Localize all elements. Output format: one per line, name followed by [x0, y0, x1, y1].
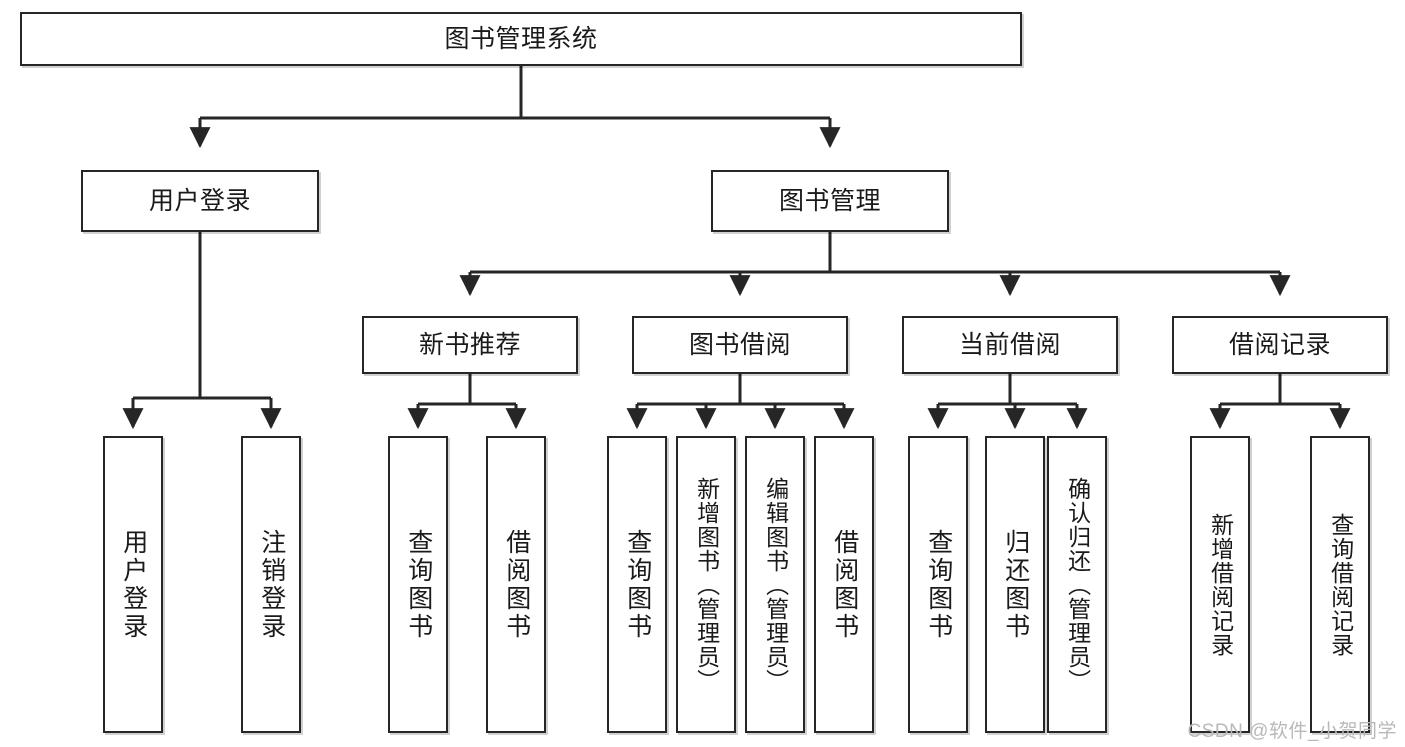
leaf-query-book-newbook[interactable]: 查询图书 [388, 436, 448, 733]
leaf-add-borrow-record-label: 新增借阅记录 [1207, 512, 1234, 657]
leaf-borrow-book-newbook[interactable]: 借阅图书 [486, 436, 546, 733]
node-book-management[interactable]: 图书管理 [711, 170, 949, 232]
leaf-query-book-newbook-label: 查询图书 [404, 528, 433, 641]
node-root[interactable]: 图书管理系统 [20, 12, 1022, 66]
node-borrow-record[interactable]: 借阅记录 [1172, 316, 1388, 374]
leaf-query-book-borrow-label: 查询图书 [623, 528, 652, 641]
leaf-borrow-book[interactable]: 借阅图书 [814, 436, 874, 733]
leaf-edit-book-admin-label: 编辑图书（管理员） [762, 476, 789, 693]
leaf-query-book-current-label: 查询图书 [924, 528, 953, 641]
leaf-borrow-book-newbook-label: 借阅图书 [502, 528, 531, 641]
leaf-borrow-book-label: 借阅图书 [830, 528, 859, 641]
node-root-label: 图书管理系统 [444, 24, 598, 53]
node-book-borrow-label: 图书借阅 [688, 330, 791, 359]
leaf-user-login[interactable]: 用户登录 [103, 436, 163, 733]
leaf-confirm-return-admin-label: 确认归还（管理员） [1064, 476, 1091, 693]
leaf-query-borrow-record-label: 查询借阅记录 [1327, 512, 1354, 657]
leaf-return-book[interactable]: 归还图书 [985, 436, 1045, 733]
leaf-add-book-admin-label: 新增图书（管理员） [693, 476, 720, 693]
leaf-logout[interactable]: 注销登录 [241, 436, 301, 733]
leaf-query-book-borrow[interactable]: 查询图书 [607, 436, 667, 733]
leaf-edit-book-admin[interactable]: 编辑图书（管理员） [745, 436, 805, 733]
node-book-borrow[interactable]: 图书借阅 [632, 316, 848, 374]
leaf-confirm-return-admin[interactable]: 确认归还（管理员） [1047, 436, 1107, 733]
node-borrow-record-label: 借阅记录 [1228, 330, 1331, 359]
leaf-add-borrow-record[interactable]: 新增借阅记录 [1190, 436, 1250, 733]
leaf-user-login-label: 用户登录 [119, 528, 148, 641]
leaf-return-book-label: 归还图书 [1001, 528, 1030, 641]
node-new-book-recommend[interactable]: 新书推荐 [362, 316, 578, 374]
node-book-management-label: 图书管理 [778, 186, 881, 215]
watermark-text: CSDN @软件_小贺同学 [1187, 721, 1397, 742]
leaf-query-borrow-record[interactable]: 查询借阅记录 [1310, 436, 1370, 733]
leaf-add-book-admin[interactable]: 新增图书（管理员） [676, 436, 736, 733]
node-user-login-label: 用户登录 [148, 186, 251, 215]
leaf-logout-label: 注销登录 [257, 528, 286, 641]
node-user-login[interactable]: 用户登录 [81, 170, 319, 232]
node-new-book-recommend-label: 新书推荐 [418, 330, 521, 359]
node-current-borrow[interactable]: 当前借阅 [902, 316, 1118, 374]
node-current-borrow-label: 当前借阅 [958, 330, 1061, 359]
leaf-query-book-current[interactable]: 查询图书 [908, 436, 968, 733]
